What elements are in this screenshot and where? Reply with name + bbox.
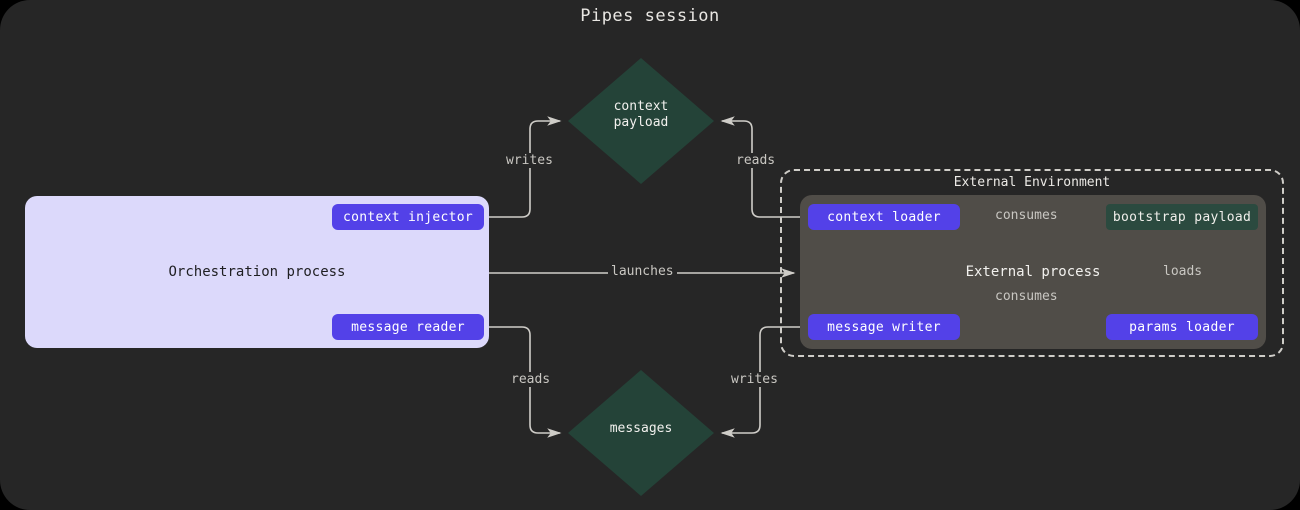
- edge-label-consumes-context: consumes: [992, 208, 1061, 223]
- orchestration-process-label: Orchestration process: [168, 264, 346, 280]
- edge-label-reads-context: reads: [733, 153, 779, 168]
- edge-label-launches: launches: [608, 264, 677, 279]
- node-message-reader[interactable]: message reader: [332, 314, 484, 340]
- edge-label-consumes-writer: consumes: [992, 289, 1061, 304]
- edge-label-reads-messages: reads: [508, 372, 554, 387]
- node-message-writer[interactable]: message writer: [808, 314, 960, 340]
- messages-label-line1: messages: [609, 421, 673, 436]
- edge-label-loads: loads: [1160, 264, 1206, 279]
- edge-writes-context: [489, 116, 562, 218]
- messages-label: messages: [566, 421, 716, 437]
- context-payload-label: context payload: [566, 99, 716, 132]
- messages-diamond: [568, 370, 714, 496]
- external-environment-label: External Environment: [953, 175, 1111, 190]
- node-bootstrap-payload[interactable]: bootstrap payload: [1106, 204, 1258, 230]
- node-context-loader[interactable]: context loader: [808, 204, 960, 230]
- edge-label-writes-context: writes: [503, 153, 556, 168]
- context-payload-label-line1: context: [613, 99, 669, 114]
- edge-reads-context: [720, 116, 808, 218]
- context-payload-diamond: [568, 58, 714, 184]
- page-title: Pipes session: [580, 6, 720, 26]
- context-payload-label-line2: payload: [613, 115, 669, 131]
- node-context-injector[interactable]: context injector: [332, 204, 484, 230]
- external-environment-box: [780, 169, 1284, 357]
- node-params-loader[interactable]: params loader: [1106, 314, 1258, 340]
- external-process-label: External process: [965, 264, 1101, 280]
- edge-label-writes-messages: writes: [728, 372, 781, 387]
